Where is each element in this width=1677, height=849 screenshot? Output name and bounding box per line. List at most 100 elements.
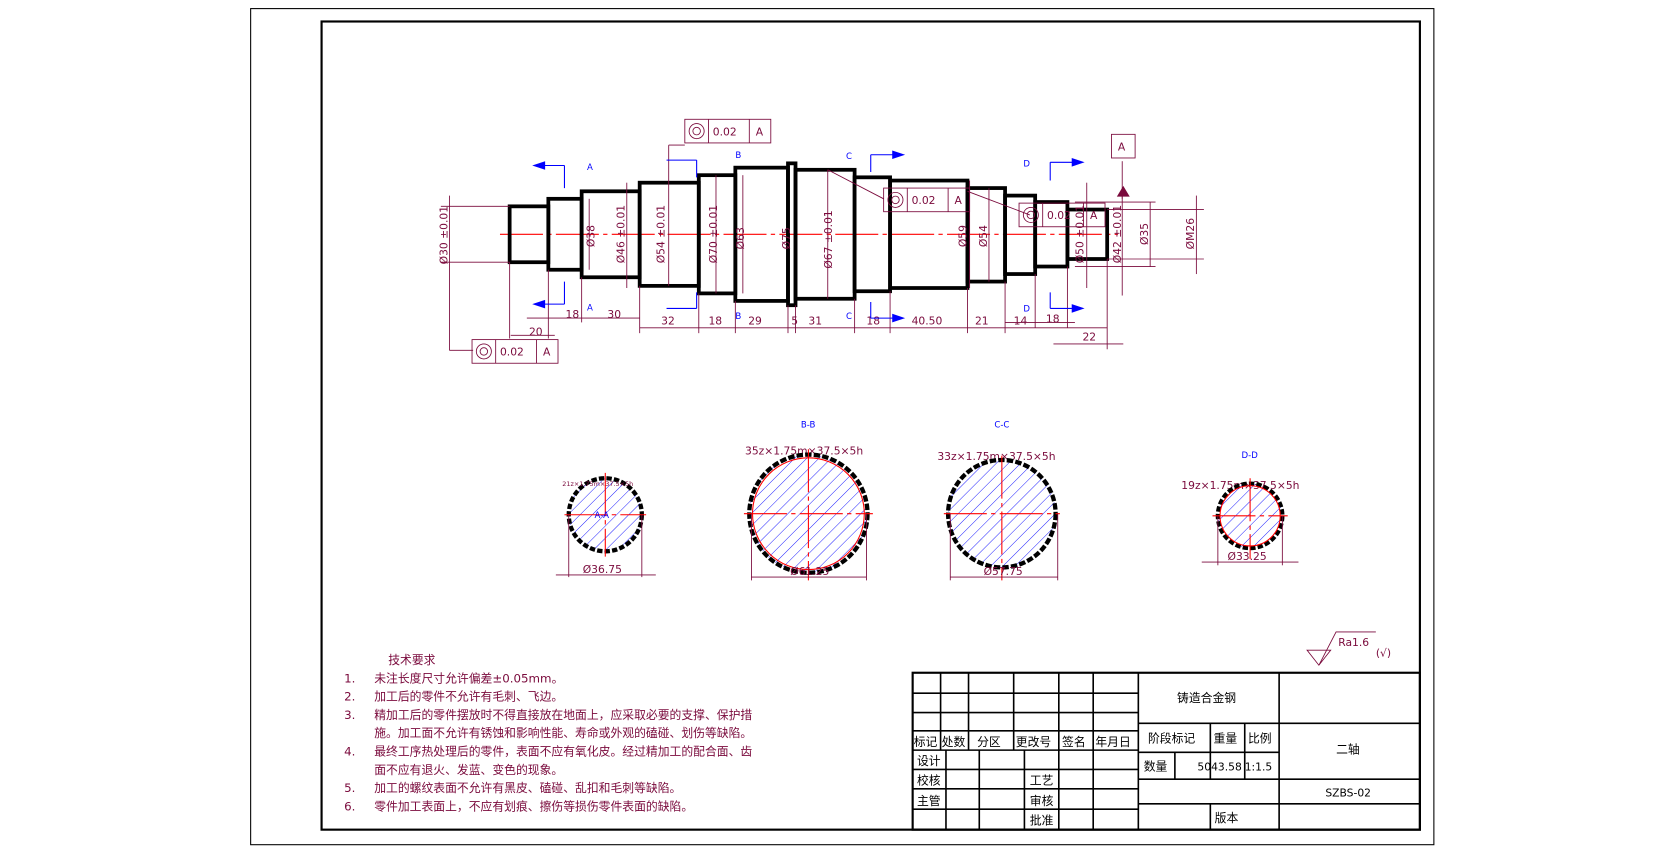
- svg-text:A: A: [756, 125, 764, 138]
- dim-l30: 30: [607, 308, 621, 321]
- svg-text:B: B: [735, 312, 741, 322]
- svg-text:处数: 处数: [942, 735, 966, 749]
- dim-l20: 20: [529, 325, 543, 338]
- gdt-frame: 0.02 A: [684, 118, 772, 144]
- svg-text:校核: 校核: [917, 774, 941, 788]
- dim-l22: 22: [1082, 331, 1096, 344]
- svg-text:Ø33.25: Ø33.25: [1228, 550, 1267, 563]
- arrow-left-icon: [532, 299, 546, 309]
- svg-text:精加工后的零件摆放时不得直接放在地面上，应采取必要的支撑、保: 精加工后的零件摆放时不得直接放在地面上，应采取必要的支撑、保护措: [374, 708, 752, 722]
- section-a-a: 21z×1.75m×37.5×5h A-A Ø36.75: [555, 472, 656, 578]
- part-name: 二轴: [1336, 742, 1360, 756]
- scale-value: 1:1.5: [1245, 761, 1273, 774]
- svg-text:签名: 签名: [1062, 735, 1086, 749]
- tech-title: 技术要求: [388, 653, 435, 667]
- dim-d50: Ø50 ±0.01: [1074, 205, 1087, 263]
- dim-d59: Ø59: [956, 225, 969, 247]
- svg-text:主管: 主管: [917, 794, 941, 808]
- svg-text:批准: 批准: [1030, 813, 1054, 827]
- svg-text:最终工序热处理后的零件，表面不应有氧化皮。经过精加工的配合面: 最终工序热处理后的零件，表面不应有氧化皮。经过精加工的配合面、齿: [374, 745, 752, 759]
- dim-d70: Ø70 ±0.01: [707, 205, 720, 263]
- dimension-labels: Ø30 ±0.01 Ø38 Ø46 ±0.01 Ø54 ±0.01 Ø70 ±0…: [437, 205, 1197, 344]
- svg-text:1.: 1.: [344, 671, 355, 685]
- svg-text:C: C: [846, 152, 852, 162]
- svg-text:Ø36.75: Ø36.75: [583, 563, 622, 576]
- svg-text:D-D: D-D: [1242, 451, 1259, 461]
- svg-text:0.02: 0.02: [912, 194, 936, 207]
- svg-text:B-B: B-B: [801, 421, 816, 431]
- svg-text:35z×1.75m×37.5×5h: 35z×1.75m×37.5×5h: [745, 445, 863, 458]
- svg-text:零件加工表面上，不应有划痕、擦伤等损伤零件表面的缺陷。: 零件加工表面上，不应有划痕、擦伤等损伤零件表面的缺陷。: [374, 799, 693, 813]
- svg-text:D: D: [1023, 160, 1030, 170]
- section-d-d: D-D 19z×1.75m×37.5×5h Ø33.25: [1181, 451, 1299, 566]
- dim-d30: Ø30 ±0.01: [437, 206, 450, 264]
- surface-roughness-symbol: Ra1.6 (√): [1306, 631, 1391, 666]
- svg-text:(√): (√): [1376, 647, 1391, 660]
- concentricity-icon: [1022, 206, 1039, 223]
- dim-l31: 31: [808, 315, 822, 328]
- svg-text:未注长度尺寸允许偏差±0.05mm。: 未注长度尺寸允许偏差±0.05mm。: [374, 671, 563, 685]
- svg-text:工艺: 工艺: [1030, 774, 1054, 788]
- svg-text:A: A: [1118, 140, 1126, 153]
- dim-l18d: 18: [1046, 312, 1060, 325]
- svg-text:C-C: C-C: [994, 421, 1009, 431]
- svg-text:比例: 比例: [1248, 732, 1272, 746]
- weight-value: 5043.58: [1197, 761, 1242, 774]
- svg-text:施。加工面不允许有锈蚀和影响性能、寿命或外观的磕碰、划伤等缺: 施。加工面不允许有锈蚀和影响性能、寿命或外观的磕碰、划伤等缺陷。: [374, 726, 752, 740]
- svg-text:设计: 设计: [917, 754, 941, 768]
- arrow-left-icon: [532, 161, 546, 170]
- svg-text:更改号: 更改号: [1016, 735, 1052, 749]
- material-label: 铸造合金钢: [1177, 691, 1236, 705]
- dim-l18a: 18: [566, 308, 580, 321]
- concentricity-icon: [475, 343, 492, 360]
- svg-text:面不应有退火、发蓝、变色的现象。: 面不应有退火、发蓝、变色的现象。: [374, 763, 563, 777]
- section-b-b: B-B 35z×1.75m×37.5×5h Ø61.25: [743, 421, 873, 581]
- technical-requirements: 技术要求 1.未注长度尺寸允许偏差±0.05mm。 2.加工后的零件不允许有毛刺…: [344, 653, 752, 813]
- outer-frame: [250, 8, 1435, 846]
- drawing-border: [320, 20, 1421, 831]
- svg-text:B: B: [735, 151, 741, 161]
- dim-d42: Ø42 ±0.01: [1111, 205, 1124, 263]
- svg-text:标记: 标记: [914, 735, 938, 749]
- svg-text:A: A: [587, 163, 593, 173]
- svg-text:33z×1.75m×37.5×5h: 33z×1.75m×37.5×5h: [937, 450, 1055, 463]
- dim-l32: 32: [661, 315, 675, 328]
- title-block: 铸造合金钢 标记 处数 分区 更改号 签名 年月日 设计 校核 主管 批准 工艺…: [911, 671, 1421, 831]
- shaft-main-view: [499, 161, 1118, 308]
- dim-l18b: 18: [708, 315, 722, 328]
- svg-text:A: A: [587, 304, 593, 314]
- svg-text:0.02: 0.02: [713, 125, 737, 138]
- concentricity-icon: [688, 123, 705, 140]
- svg-text:加工的螺纹表面不允许有黑皮、磕碰、乱扣和毛刺等缺陷。: 加工的螺纹表面不允许有黑皮、磕碰、乱扣和毛刺等缺陷。: [374, 781, 681, 795]
- dim-l4050: 40.50: [912, 315, 943, 328]
- dim-d75: Ø75: [780, 227, 793, 249]
- datum-a-marker: A: [1111, 133, 1136, 197]
- dim-d54b: Ø54: [977, 225, 990, 247]
- svg-text:重量: 重量: [1214, 732, 1238, 746]
- svg-text:数量: 数量: [1144, 760, 1168, 774]
- svg-text:D: D: [1023, 305, 1030, 315]
- svg-text:4.: 4.: [344, 745, 355, 759]
- dim-d63: Ø63: [734, 227, 747, 249]
- svg-text:5.: 5.: [344, 781, 355, 795]
- svg-text:C: C: [846, 312, 852, 322]
- svg-text:A: A: [955, 194, 963, 207]
- svg-text:阶段标记: 阶段标记: [1148, 732, 1195, 746]
- svg-text:A-A: A-A: [595, 511, 610, 521]
- svg-text:Ø61.25: Ø61.25: [790, 565, 829, 578]
- svg-text:分区: 分区: [977, 735, 1001, 749]
- concentricity-icon: [887, 191, 904, 208]
- dim-d35: Ø35: [1138, 223, 1151, 245]
- svg-text:审核: 审核: [1030, 794, 1054, 808]
- svg-text:年月日: 年月日: [1095, 735, 1130, 749]
- dim-d67: Ø67 ±0.01: [822, 210, 835, 268]
- dim-l18c: 18: [866, 315, 880, 328]
- svg-text:21z×1.75m×37.5×5h: 21z×1.75m×37.5×5h: [562, 480, 633, 488]
- drawing-number: SZBS-02: [1325, 786, 1371, 799]
- svg-text:加工后的零件不允许有毛刺、飞边。: 加工后的零件不允许有毛刺、飞边。: [374, 690, 563, 704]
- svg-text:A: A: [543, 346, 551, 359]
- svg-text:0.02: 0.02: [500, 346, 524, 359]
- svg-text:A: A: [1090, 209, 1098, 222]
- svg-text:6.: 6.: [344, 799, 355, 813]
